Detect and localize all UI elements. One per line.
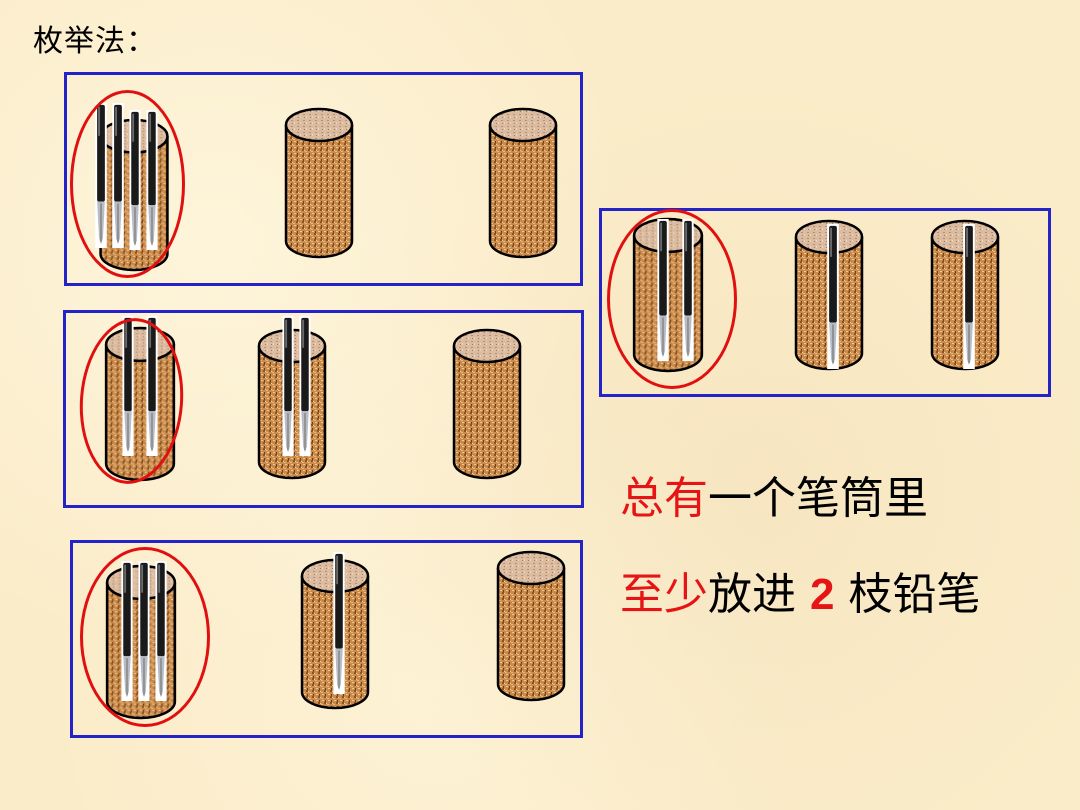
pencil-count: 2 [810,570,835,619]
case-panel-2-1-1 [599,208,1051,397]
highlight-ring [70,90,185,278]
pencil-cup-icon [488,106,558,260]
case-panel-2-2-0 [63,310,584,508]
case-panel-3-1-0 [70,540,583,738]
conclusion-text: 一个笔筒里 [708,473,928,524]
conclusion-text: 枝铅笔 [834,569,981,620]
pencil-icon [827,224,839,369]
emphasis-text: 至少 [620,569,708,620]
conclusion-line-1: 总有一个笔筒里 [620,462,928,526]
emphasis-text: 总有 [620,473,708,524]
case-panel-4-0-0 [64,72,583,286]
pencil-icon [333,552,345,694]
page-title: 枚举法： [33,24,157,59]
conclusion-line-2: 至少放进 2 枝铅笔 [620,558,980,622]
pencil-cup-icon [284,106,354,260]
pencil-icon [282,316,294,456]
pencil-icon [963,224,975,369]
pencil-cup-icon [496,548,566,704]
highlight-ring [80,547,210,727]
conclusion-text: 放进 [708,569,810,620]
pencil-icon [299,316,311,456]
pencil-cup-icon [452,326,522,482]
highlight-ring [607,209,737,389]
